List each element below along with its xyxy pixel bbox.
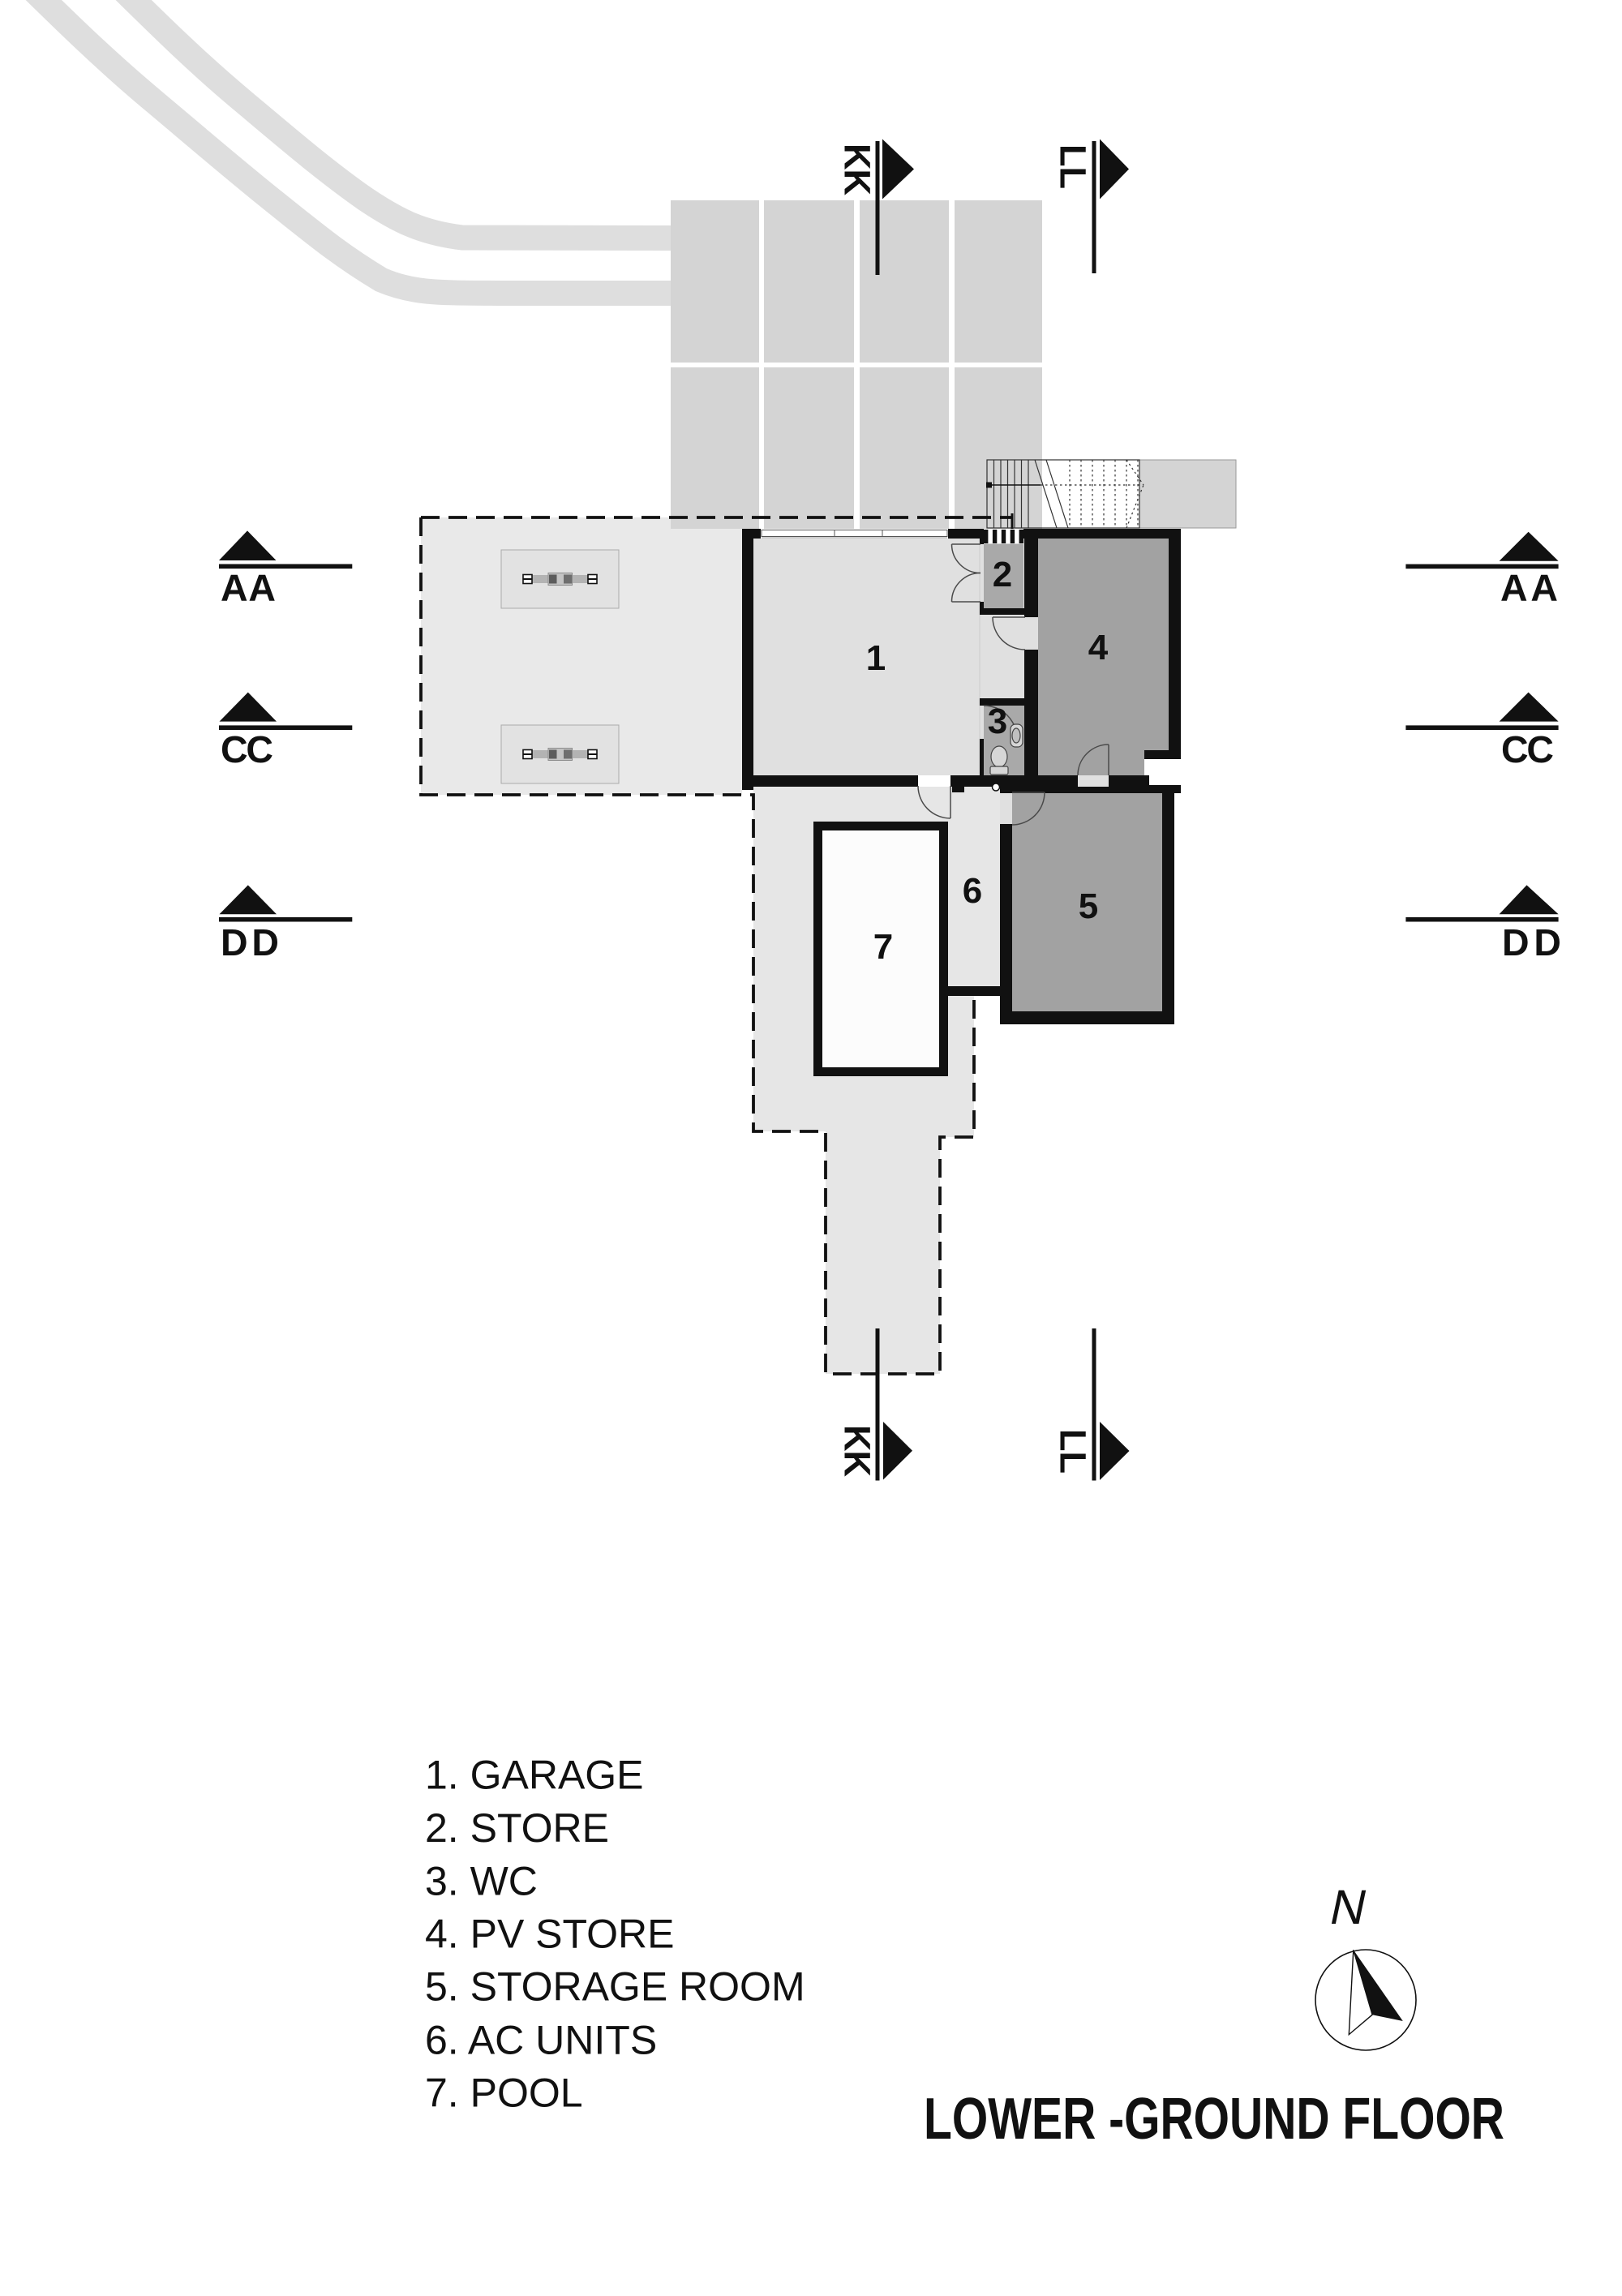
svg-text:2: 2 — [993, 555, 1012, 594]
svg-text:4: 4 — [1088, 628, 1109, 667]
svg-text:4. PV STORE: 4. PV STORE — [425, 1912, 675, 1957]
svg-text:LL: LL — [1053, 1429, 1094, 1474]
svg-text:2. STORE: 2. STORE — [425, 1805, 609, 1851]
svg-text:LL: LL — [1053, 144, 1094, 189]
svg-text:6: 6 — [963, 871, 982, 911]
svg-text:KK: KK — [837, 144, 878, 196]
svg-text:5. STORAGE ROOM: 5. STORAGE ROOM — [425, 1964, 805, 2010]
svg-text:LOWER -GROUND FLOOR: LOWER -GROUND FLOOR — [924, 2087, 1504, 2152]
svg-text:5: 5 — [1079, 886, 1098, 926]
svg-text:6. AC UNITS: 6. AC UNITS — [425, 2018, 657, 2063]
svg-text:AA: AA — [221, 567, 276, 609]
svg-text:1. GARAGE: 1. GARAGE — [425, 1753, 644, 1798]
svg-text:7. POOL: 7. POOL — [425, 2071, 583, 2116]
svg-text:CC: CC — [1501, 728, 1554, 770]
svg-text:7: 7 — [873, 927, 893, 967]
svg-text:3. WC: 3. WC — [425, 1859, 538, 1904]
svg-text:KK: KK — [837, 1425, 878, 1478]
svg-text:3: 3 — [988, 702, 1007, 741]
svg-text:CC: CC — [221, 728, 273, 770]
svg-text:1: 1 — [866, 638, 886, 678]
